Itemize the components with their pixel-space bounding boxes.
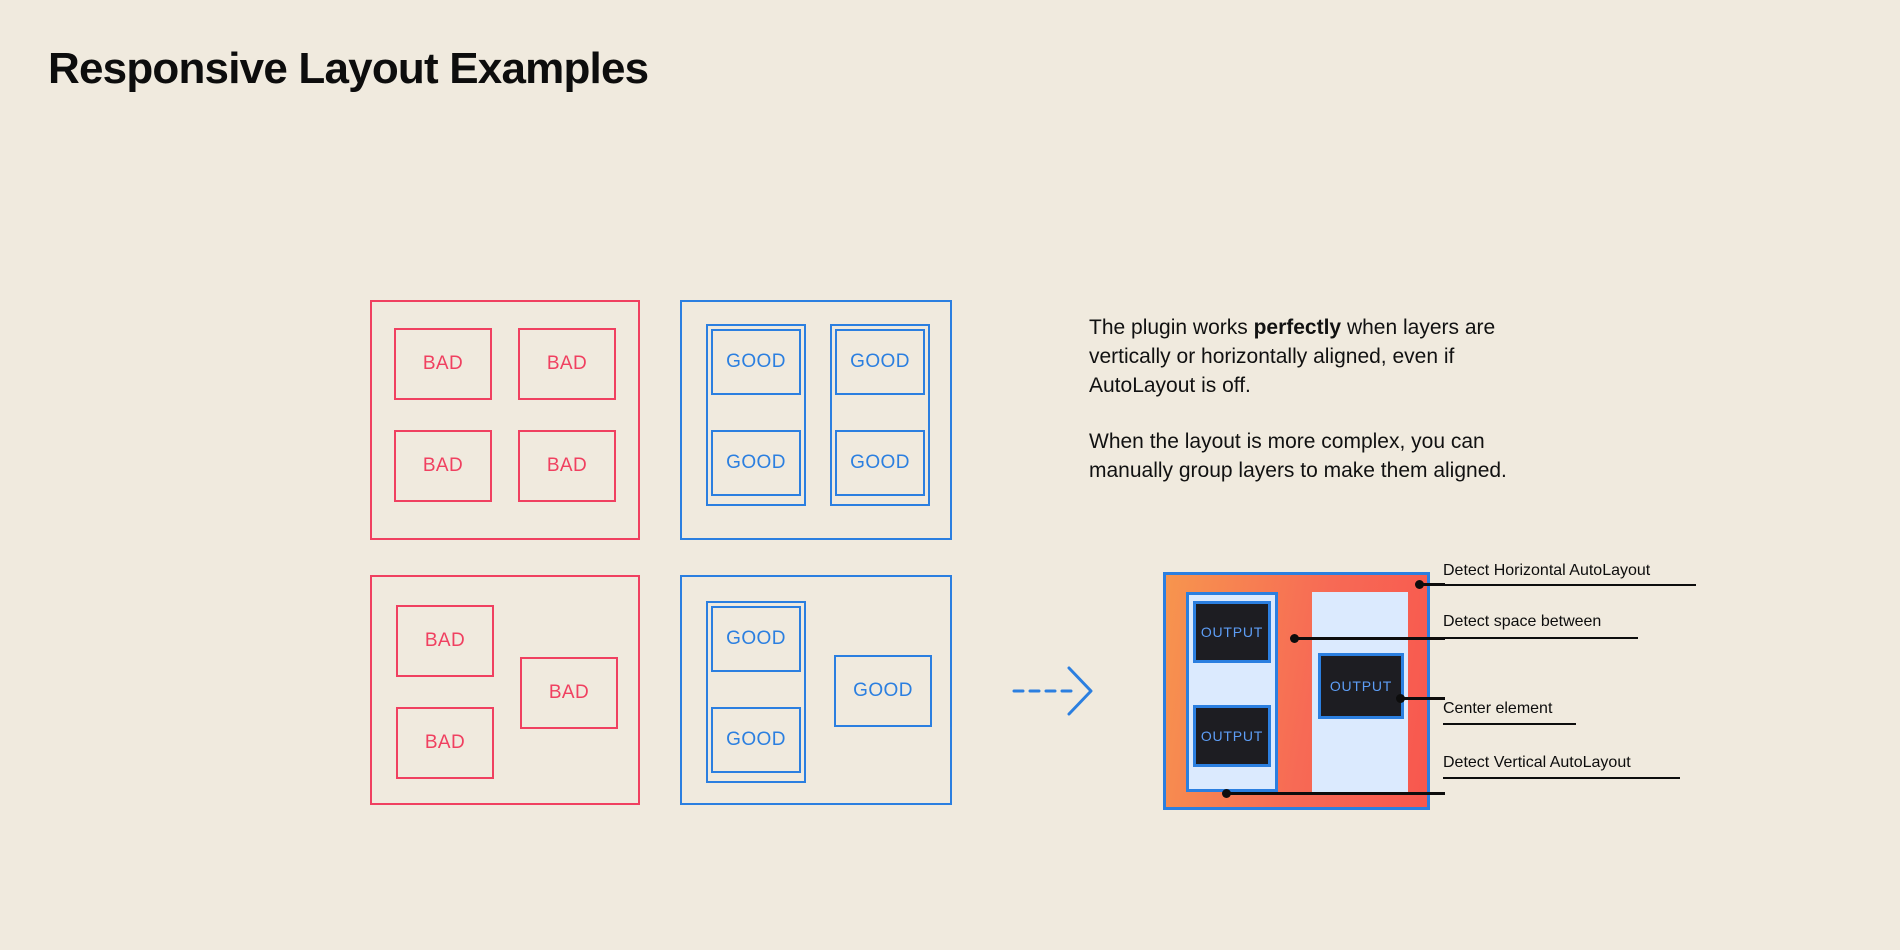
description-p1-part1: The plugin works: [1089, 316, 1254, 339]
example-panel-bottom-bad: BAD BAD BAD: [370, 575, 640, 805]
callout-leader-line: [1294, 637, 1445, 640]
good-cell: GOOD: [835, 430, 925, 496]
callout-rule: [1443, 723, 1576, 725]
description-p1-strong: perfectly: [1253, 316, 1342, 339]
good-group-wrapper: [706, 601, 806, 783]
bad-cell: BAD: [520, 657, 618, 729]
description-paragraph-1: The plugin works perfectly when layers a…: [1089, 313, 1549, 400]
callout-rule: [1443, 777, 1680, 779]
cell-label: GOOD: [726, 628, 786, 649]
description-text: The plugin works perfectly when layers a…: [1089, 313, 1549, 485]
cell-label: BAD: [546, 455, 588, 476]
good-group-wrapper: [830, 324, 930, 506]
page-title: Responsive Layout Examples: [48, 44, 649, 93]
cell-label: GOOD: [726, 729, 786, 750]
callout-leader-line: [1400, 697, 1445, 700]
good-cell: GOOD: [835, 329, 925, 395]
example-panel-top-good: GOOD GOOD GOOD GOOD: [680, 300, 952, 540]
description-p1-part2: when layers are vertically or horizontal…: [1089, 316, 1496, 397]
dashed-arrow-right-icon: [1012, 660, 1096, 727]
bad-cell: BAD: [394, 430, 492, 502]
good-cell: GOOD: [834, 655, 932, 727]
example-panel-bottom-good: GOOD GOOD GOOD: [680, 575, 952, 805]
bad-cell: BAD: [396, 707, 494, 779]
cell-label: BAD: [424, 732, 466, 753]
good-cell: GOOD: [711, 430, 801, 496]
output-box: OUTPUT: [1193, 601, 1271, 663]
cell-label: BAD: [424, 630, 466, 651]
good-cell: GOOD: [711, 329, 801, 395]
bad-cell: BAD: [394, 328, 492, 400]
callout-rule: [1443, 584, 1696, 586]
cell-label: GOOD: [726, 351, 786, 372]
cell-label: BAD: [422, 455, 464, 476]
callout-leader-line: [1226, 792, 1445, 795]
callout-label-horizontal-autolayout: Detect Horizontal AutoLayout: [1443, 562, 1651, 579]
bad-cell: BAD: [396, 605, 494, 677]
output-label: OUTPUT: [1200, 728, 1264, 744]
callout-label-vertical-autolayout: Detect Vertical AutoLayout: [1443, 754, 1631, 771]
cell-label: GOOD: [726, 452, 786, 473]
callout-rule: [1443, 637, 1638, 639]
annotated-output-mock: OUTPUT OUTPUT OUTPUT: [1163, 572, 1430, 810]
good-group-wrapper: [706, 324, 806, 506]
cell-label: BAD: [548, 682, 590, 703]
description-paragraph-2: When the layout is more complex, you can…: [1089, 430, 1507, 482]
bad-cell: BAD: [518, 328, 616, 400]
cell-label: BAD: [546, 353, 588, 374]
callout-label-center-element: Center element: [1443, 700, 1553, 717]
output-label: OUTPUT: [1200, 624, 1264, 640]
callout-leader-line: [1419, 583, 1445, 586]
cell-label: GOOD: [850, 452, 910, 473]
good-cell: GOOD: [711, 707, 801, 773]
output-box: OUTPUT: [1318, 653, 1404, 719]
cell-label: GOOD: [853, 680, 913, 701]
cell-label: GOOD: [850, 351, 910, 372]
bad-cell: BAD: [518, 430, 616, 502]
cell-label: BAD: [422, 353, 464, 374]
callout-label-space-between: Detect space between: [1443, 613, 1602, 630]
example-panel-top-bad: BAD BAD BAD BAD: [370, 300, 640, 540]
good-cell: GOOD: [711, 606, 801, 672]
output-label: OUTPUT: [1329, 678, 1393, 694]
output-box: OUTPUT: [1193, 705, 1271, 767]
